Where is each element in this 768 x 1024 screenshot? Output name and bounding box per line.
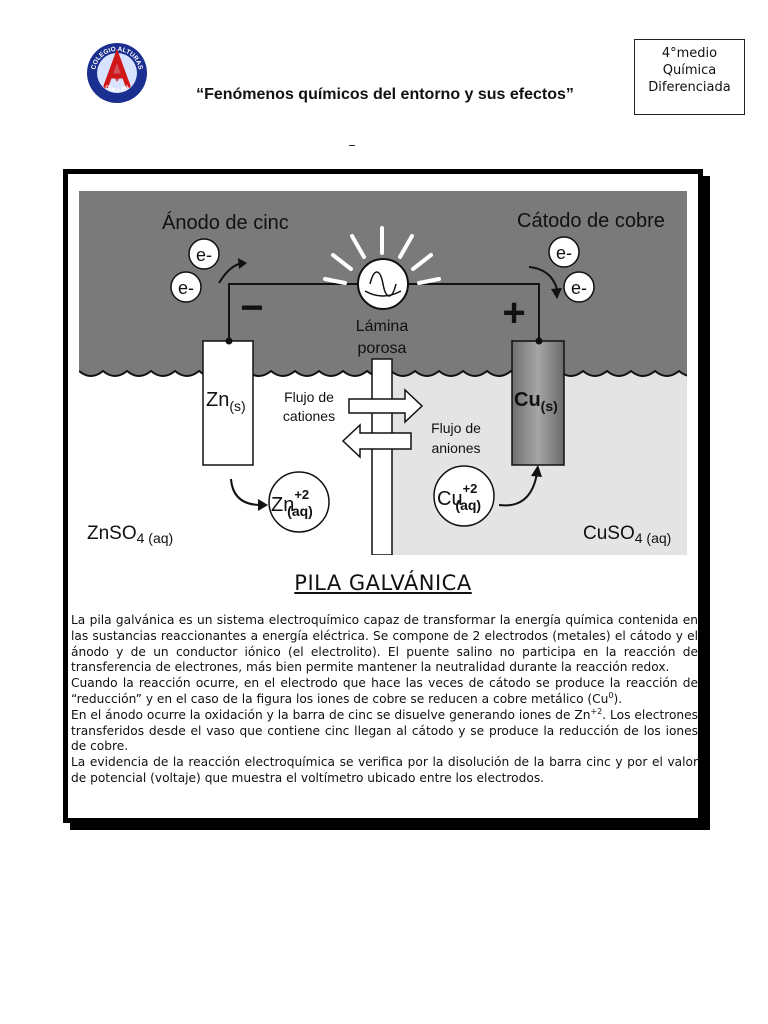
anion-flow-label: aniones bbox=[431, 440, 480, 456]
zinc-ion-label: Zn bbox=[271, 494, 294, 516]
galvanic-cell-diagram: Ánodo de cinc Cátodo de cobre e- e- e- e… bbox=[79, 191, 687, 555]
logo-text-bottom: CHILLAN bbox=[104, 85, 131, 94]
cation-flow-arrow bbox=[348, 388, 424, 424]
svg-text:CHILLAN: CHILLAN bbox=[104, 85, 131, 94]
page-title: “Fenómenos químicos del entorno y sus ef… bbox=[196, 86, 574, 103]
electron-icon: e- bbox=[170, 271, 202, 303]
copper-ion-circle bbox=[433, 465, 495, 527]
anode-label: Ánodo de cinc bbox=[162, 211, 289, 234]
reduction-arrow bbox=[498, 472, 538, 507]
circuit-wire bbox=[228, 283, 540, 341]
porous-membrane bbox=[371, 358, 393, 555]
copper-electrode-label: Cu bbox=[514, 389, 541, 411]
document-title: PILA GALVÁNICA bbox=[294, 571, 472, 595]
school-logo: COLEGIO ALTURAS CHILLAN bbox=[87, 43, 147, 103]
course-level: 4°medio bbox=[661, 46, 718, 61]
anion-flow-arrow bbox=[341, 423, 412, 459]
cathode-sign: + bbox=[502, 291, 525, 335]
light-bulb bbox=[323, 226, 441, 310]
course-box: 4°medio Química Diferenciada bbox=[634, 39, 745, 115]
electron-icon: e- bbox=[188, 238, 220, 270]
svg-text:ZnSO4 (aq): ZnSO4 (aq) bbox=[87, 523, 173, 546]
course-track: Diferenciada bbox=[648, 80, 731, 95]
cation-flow-label: cationes bbox=[283, 408, 335, 424]
svg-text:Cu(s): Cu(s) bbox=[514, 389, 558, 414]
paragraph-intro: La pila galvánica es un sistema electroq… bbox=[71, 613, 698, 675]
electron-icon: e- bbox=[563, 271, 595, 303]
svg-text:e-: e- bbox=[571, 278, 587, 298]
membrane-label: Lámina bbox=[356, 318, 409, 335]
zinc-ion-circle bbox=[268, 471, 330, 533]
anion-flow-label: Flujo de bbox=[431, 420, 481, 436]
copper-ion-label: Cu bbox=[437, 488, 463, 510]
svg-text:Zn(s): Zn(s) bbox=[206, 389, 246, 414]
svg-text:e-: e- bbox=[556, 243, 572, 263]
left-solution-label: ZnSO bbox=[87, 523, 137, 544]
svg-text:e-: e- bbox=[178, 278, 194, 298]
separator-dash: _ bbox=[349, 132, 355, 146]
cation-flow-label: Flujo de bbox=[284, 389, 334, 405]
right-solution-label: CuSO bbox=[583, 523, 635, 544]
membrane-label: porosa bbox=[358, 340, 407, 357]
electron-icon: e- bbox=[548, 236, 580, 268]
zinc-electrode-label: Zn bbox=[206, 389, 229, 411]
course-subject: Química bbox=[662, 63, 717, 78]
dissolution-arrow bbox=[230, 478, 262, 506]
paragraph-anode: En el ánodo ocurre la oxidación y la bar… bbox=[71, 707, 591, 722]
paragraph-cathode: Cuando la reacción ocurre, en el electro… bbox=[71, 676, 698, 706]
electron-flow-arrow bbox=[528, 266, 558, 290]
anode-sign: − bbox=[240, 286, 263, 330]
cathode-label: Cátodo de cobre bbox=[517, 210, 665, 232]
paragraph-evidence: La evidencia de la reacción electroquími… bbox=[71, 755, 698, 785]
body-text: La pila galvánica es un sistema electroq… bbox=[71, 613, 698, 785]
svg-text:CuSO4 (aq): CuSO4 (aq) bbox=[583, 523, 671, 546]
svg-text:e-: e- bbox=[196, 245, 212, 265]
svg-text:Zn+2(aq): Zn+2(aq) bbox=[271, 487, 313, 519]
svg-text:Cu+2(aq): Cu+2(aq) bbox=[437, 481, 481, 513]
